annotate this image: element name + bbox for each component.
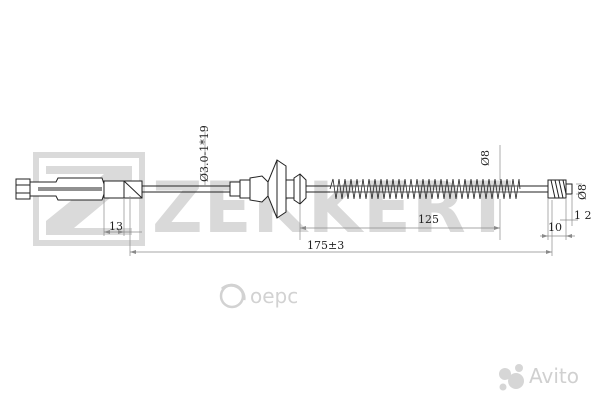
spring-section — [329, 178, 521, 200]
dim-total-175: 175±3 — [307, 239, 344, 252]
avito-watermark: Avito — [499, 364, 579, 391]
oeps-watermark: оерс — [219, 283, 298, 309]
left-end-fitting — [15, 177, 150, 201]
mid-grommet — [229, 159, 307, 219]
oeps-logo-icon — [219, 283, 246, 309]
dim-cable-spec: Ø3.0-1*19 — [198, 125, 211, 182]
dim-125: 125 — [418, 213, 439, 226]
oeps-site-text: оерс — [250, 284, 298, 308]
right-end-fitting — [547, 179, 573, 199]
brand-name: ZEKKERT — [152, 167, 512, 249]
brand-watermark: ZEKKERT — [33, 152, 512, 249]
avito-logo-icon — [499, 364, 524, 391]
dim-dia-8-top: Ø8 — [479, 150, 492, 166]
avito-text: Avito — [529, 364, 579, 388]
dim-dia-8-end: Ø8 — [576, 184, 589, 200]
dim-13: 13 — [109, 220, 123, 233]
dimension-arrows — [104, 226, 572, 254]
dim-1-2: 1 2 — [574, 209, 592, 222]
dim-10: 10 — [548, 221, 562, 234]
